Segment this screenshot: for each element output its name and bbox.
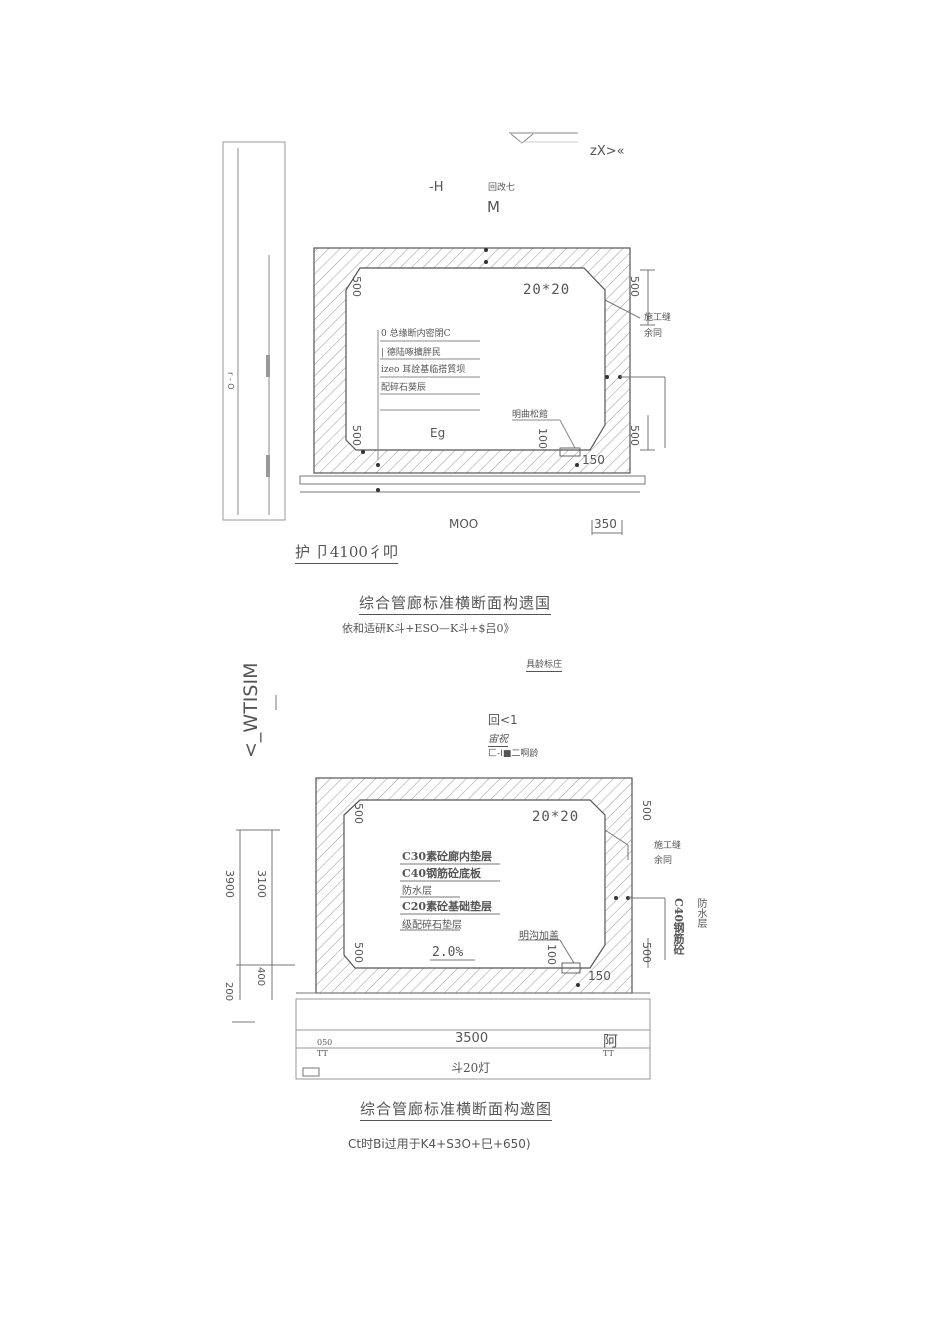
fig2-top-right-text: 具龄标庄 [526,657,563,672]
fig2-dim-3900: 3900 [223,870,236,898]
fig1-foot-mark: 护 卩4100彳叩 [295,541,398,564]
fig2-subtitle: Ct时Bi过用于K4+S3O+巳+650) [348,1137,531,1151]
fig2-dim-400: 400 [255,967,266,987]
fig2-dim-3100: 3100 [255,870,268,898]
fig1-joint-label2: 余同 [644,329,663,339]
fig1-dim-500-bl: 500 [350,425,363,446]
fig1-layer-3: izeo 耳詮基临搭質坝 [381,365,466,375]
fig1-side-label: r - O [226,372,235,390]
fig2-layer-5: 级配碎石垫层 [402,920,462,931]
fig2-joint-label2: 余同 [654,856,673,866]
fig2-table-3500: 3500 [455,1031,489,1046]
fig1-dim-500-tl: 500 [350,276,363,297]
fig1-mark-small: 回改七 [488,183,516,193]
fig2-table-a: 阿 [603,1032,619,1050]
fig2-layer-3: 防水层 [402,886,432,897]
fig1-top-right-text: zX>« [590,144,625,159]
fig2-table-total: 斗20灯 [451,1061,491,1075]
fig2-slope-pct: 2.0% [432,945,464,960]
fig1-dim-500-tr: 500 [628,276,641,297]
fig2-dim-500-br: 500 [640,942,653,963]
fig2-dim-200: 200 [223,982,234,1002]
fig2-dim-500-tr: 500 [640,800,653,821]
fig1-mark-m: M [487,198,500,216]
fig2-side-label: <_WTISIM [240,662,262,758]
fig1-eg-label: Eg [430,426,446,440]
fig2-mark1: 回<1 [488,713,518,727]
fig1-side-frame [222,141,286,521]
fig1-layer-2: | 德陆啄擴胖民 [381,348,441,358]
fig1-dim-150: 150 [582,453,605,467]
fig1-level-triangle [510,133,534,144]
fig1-layer-4: 配碎石葵辰 [381,383,427,393]
fig1-mark-h: -H [429,180,444,195]
fig1-layer-1: 0 总缘断内密閉C [381,329,451,339]
fig2-mark2: 宙祝 [488,730,508,747]
fig1-base-slab [299,475,646,485]
fig1-ditch-label: 明曲松館 [512,410,549,420]
fig2-table [295,998,651,1080]
fig1-slope-label: 20*20 [523,282,571,298]
fig2-table-050: 050 [317,1038,333,1047]
fig1-subtitle: 依和适研K斗+ESO—K斗+$吕0》 [342,622,515,635]
fig1-bottom-dim: MOO [449,517,479,531]
fig2-joint-label: 施工缝 [654,841,682,851]
fig2-title: 综合管廊标准横断面构邀图 [360,1098,553,1121]
fig2-slope-label: 20*20 [532,809,580,825]
fig2-layer-4: C20素砼基础垫层 [402,900,493,913]
fig1-joint-label: 施工缝 [644,313,672,323]
fig2-table-tt1: TT [317,1049,328,1058]
fig2-dim-100: 100 [545,944,558,965]
fig2-layer-2: C40钢筋砼底板 [402,867,482,880]
fig2-ditch-label: 明沟加盖 [519,931,559,942]
fig2-culvert-chamber [343,799,606,969]
fig2-dim-150: 150 [588,969,611,983]
fig2-dim-500-tl: 500 [352,803,365,824]
fig1-title: 综合管廊标准横断面构遗国 [359,592,552,615]
fig1-dim-100: 100 [536,428,549,449]
fig2-layer-1: C30素砼廊内垫层 [402,850,493,863]
fig2-table-tt2: TT [603,1049,614,1058]
fig1-dim-350: 350 [594,517,617,531]
fig2-mark3: 匚-I■二啊龄 [488,749,539,759]
fig2-dim-500-bl: 500 [352,942,365,963]
fig1-dim-500-br: 500 [628,425,641,446]
fig2-right-label2: 防水层 [695,898,706,928]
fig2-right-label: C40钢筋砼 [672,898,685,956]
